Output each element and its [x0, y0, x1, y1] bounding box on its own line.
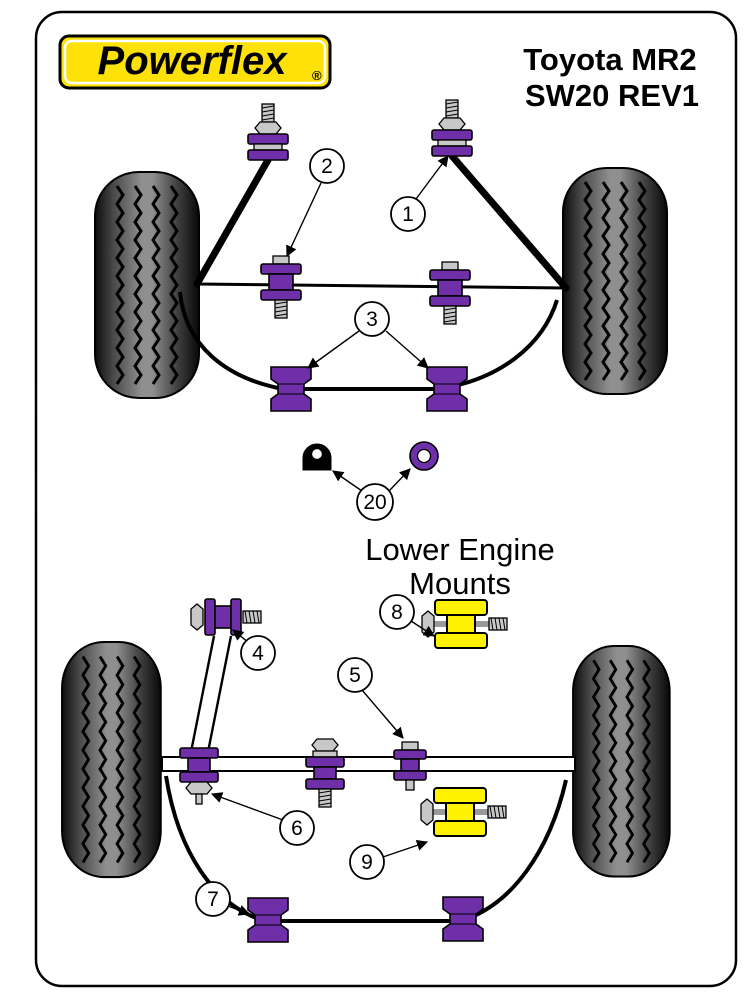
callout-1-number: 1	[402, 203, 414, 226]
callout-6-number: 6	[291, 817, 303, 840]
front-right-tire	[563, 168, 667, 394]
front-anti-roll-bar	[178, 291, 559, 391]
front-strut-top-bush-right	[431, 99, 473, 157]
callout-20: 20	[332, 468, 411, 521]
rear-lateral-rod	[161, 756, 576, 772]
rear-rod-bush-inner	[393, 741, 427, 791]
registered-trademark: ®	[312, 68, 322, 83]
callout-6: 6	[210, 792, 315, 846]
front-right-strut	[448, 152, 570, 292]
powerflex-logo: Powerflex ®	[58, 34, 332, 90]
front-left-strut	[193, 156, 272, 288]
callout-5: 5	[337, 657, 404, 739]
front-rack-line	[196, 282, 567, 290]
clamp-icon	[302, 443, 332, 471]
front-inner-arm-bush-right	[429, 261, 471, 325]
engine-mount-upper	[421, 599, 508, 649]
callout-7-number: 7	[207, 888, 219, 911]
rear-trailing-arm-bush	[190, 598, 262, 636]
page-border	[34, 10, 738, 988]
rear-rod-bush-left	[179, 747, 219, 805]
callout-20-number: 20	[363, 491, 386, 514]
ring-bush-icon	[409, 441, 439, 471]
lower-engine-mounts-label: Lower Engine Mounts	[365, 532, 555, 601]
rear-anti-roll-bar	[164, 775, 568, 923]
rear-suspension-diagram: 4 5 6 7 8 9	[62, 594, 670, 943]
title-line-1: Toyota MR2	[523, 42, 696, 77]
callout-2-number: 2	[321, 155, 333, 178]
logo-background	[58, 34, 332, 90]
front-inner-arm-bush-left	[260, 255, 302, 319]
callout-5-number: 5	[349, 664, 361, 687]
rear-trailing-link-b	[205, 635, 233, 758]
rear-right-tire	[573, 646, 670, 877]
callout-4: 4	[232, 629, 276, 671]
callout-7: 7	[195, 881, 251, 917]
rear-trailing-link-a	[188, 635, 216, 758]
callout-4-number: 4	[252, 642, 264, 665]
title-line-2: SW20 REV1	[525, 78, 699, 113]
callout-9: 9	[349, 839, 429, 880]
callout-8: 8	[379, 594, 435, 637]
callout-3: 3	[307, 301, 429, 369]
callout-3-number: 3	[366, 308, 378, 331]
callout-2: 2	[286, 148, 345, 258]
page-title: Toyota MR2 SW20 REV1	[523, 42, 699, 113]
front-left-tire	[95, 172, 199, 398]
front-strut-top-bush-left	[247, 103, 289, 161]
engine-mount-lower	[420, 787, 507, 837]
callout-8-number: 8	[391, 601, 403, 624]
logo-text: Powerflex	[98, 39, 289, 83]
rear-left-tire	[62, 642, 161, 877]
callout-9-number: 9	[361, 851, 373, 874]
callout-1: 1	[390, 155, 449, 232]
logo-inner-border	[63, 39, 327, 85]
front-suspension-diagram: 1 2 3 20	[95, 99, 667, 521]
label-line-2: Mounts	[409, 566, 511, 601]
label-line-1: Lower Engine	[365, 532, 555, 567]
rear-rod-bush-middle	[305, 738, 345, 808]
